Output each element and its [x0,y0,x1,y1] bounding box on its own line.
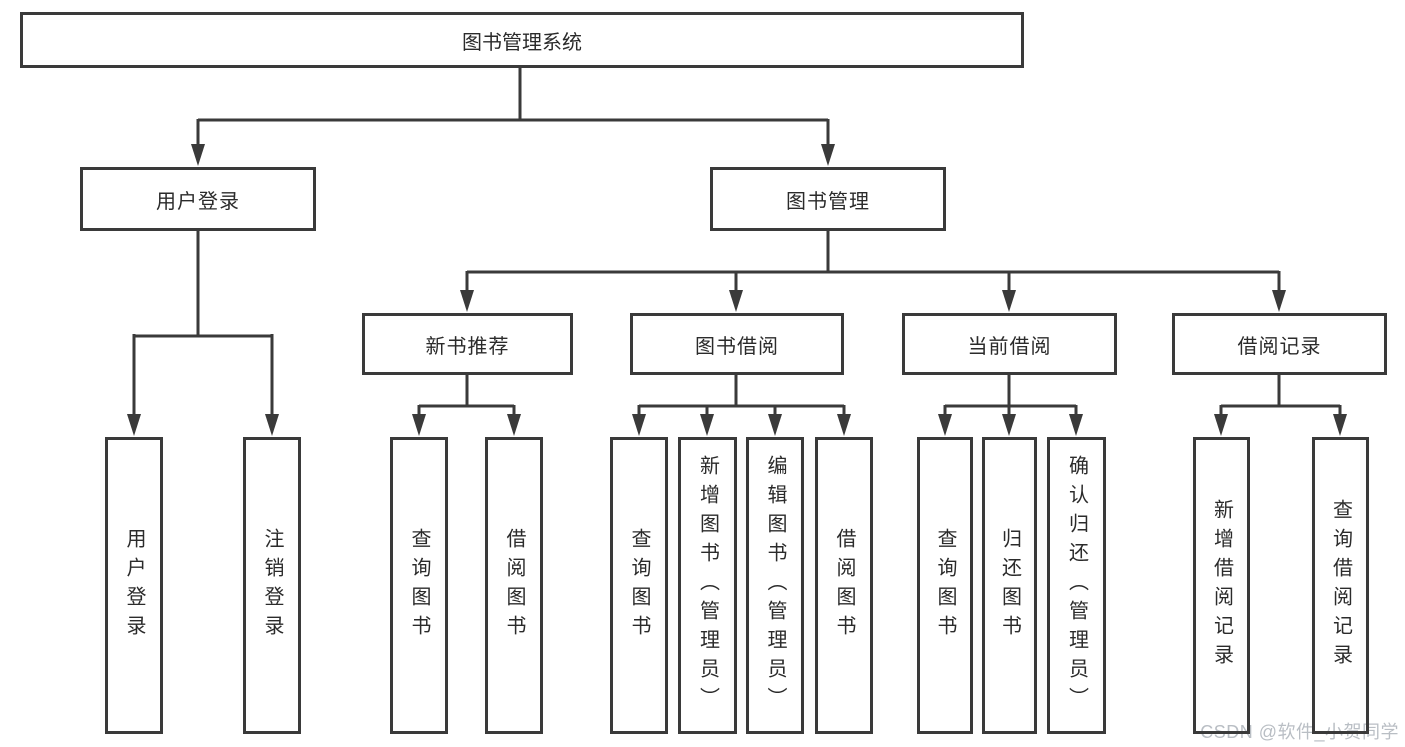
node-leaf-user-login: 用户登录 [105,437,163,734]
node-label: 新增图书（管理员） [696,455,719,716]
arrow-down-icon [1272,290,1286,312]
node-label: 借阅图书 [833,527,855,644]
connector-borrow-record-children [1214,374,1347,436]
node-label: 新增借阅记录 [1210,498,1233,673]
arrow-down-icon [938,414,952,436]
connector-root-to-level2 [191,68,835,166]
node-label: 查询图书 [934,527,956,644]
node-leaf-logout: 注销登录 [243,437,301,734]
arrow-down-icon [1333,414,1347,436]
node-user-login: 用户登录 [80,167,316,231]
node-leaf-confirm-return-admin: 确认归还（管理员） [1047,437,1106,734]
arrow-down-icon [191,144,205,166]
node-label: 图书管理系统 [462,31,582,54]
node-leaf-return-books: 归还图书 [982,437,1037,734]
arrow-down-icon [837,414,851,436]
node-label: 注销登录 [261,527,283,644]
node-leaf-query-books-3: 查询图书 [917,437,973,734]
connector-user-login-children [127,231,279,436]
node-label: 确认归还（管理员） [1065,455,1088,716]
node-leaf-edit-books-admin: 编辑图书（管理员） [746,437,804,734]
node-book-management: 图书管理 [710,167,946,231]
arrow-down-icon [460,290,474,312]
arrow-down-icon [127,414,141,436]
node-leaf-borrow-books-2: 借阅图书 [815,437,873,734]
node-leaf-query-borrow-record: 查询借阅记录 [1312,437,1369,734]
node-label: 编辑图书（管理员） [764,455,786,716]
arrow-down-icon [1002,414,1016,436]
connector-book-mgmt-children [460,231,1286,312]
node-leaf-borrow-books-1: 借阅图书 [485,437,543,734]
arrow-down-icon [1069,414,1083,436]
node-leaf-query-books-1: 查询图书 [390,437,448,734]
node-label: 借阅图书 [503,527,525,644]
node-current-borrowing: 当前借阅 [902,313,1117,375]
node-label: 查询图书 [408,527,430,644]
node-leaf-add-books-admin: 新增图书（管理员） [678,437,737,734]
arrow-down-icon [1002,290,1016,312]
node-label: 归还图书 [998,527,1021,644]
node-label: 用户登录 [156,190,240,213]
arrow-down-icon [821,144,835,166]
node-new-book-recommend: 新书推荐 [362,313,573,375]
node-label: 借阅记录 [1237,335,1322,358]
node-book-borrowing: 图书借阅 [630,313,844,375]
arrow-down-icon [265,414,279,436]
connector-book-borrow-children [632,374,851,436]
node-label: 查询借阅记录 [1329,498,1352,673]
arrow-down-icon [768,414,782,436]
node-borrowing-records: 借阅记录 [1172,313,1387,375]
node-label: 图书借阅 [695,335,779,358]
arrow-down-icon [412,414,426,436]
node-label: 新书推荐 [425,335,510,358]
arrow-down-icon [507,414,521,436]
node-label: 图书管理 [786,190,870,213]
arrow-down-icon [632,414,646,436]
node-label: 当前借阅 [967,335,1052,358]
arrow-down-icon [729,290,743,312]
node-label: 用户登录 [123,527,145,644]
node-label: 查询图书 [628,527,650,644]
node-library-management-system: 图书管理系统 [20,12,1024,68]
arrow-down-icon [700,414,714,436]
arrow-down-icon [1214,414,1228,436]
connector-current-borrow-children [938,374,1083,436]
node-leaf-add-borrow-record: 新增借阅记录 [1193,437,1250,734]
connector-new-book-children [412,374,521,436]
node-leaf-query-books-2: 查询图书 [610,437,668,734]
